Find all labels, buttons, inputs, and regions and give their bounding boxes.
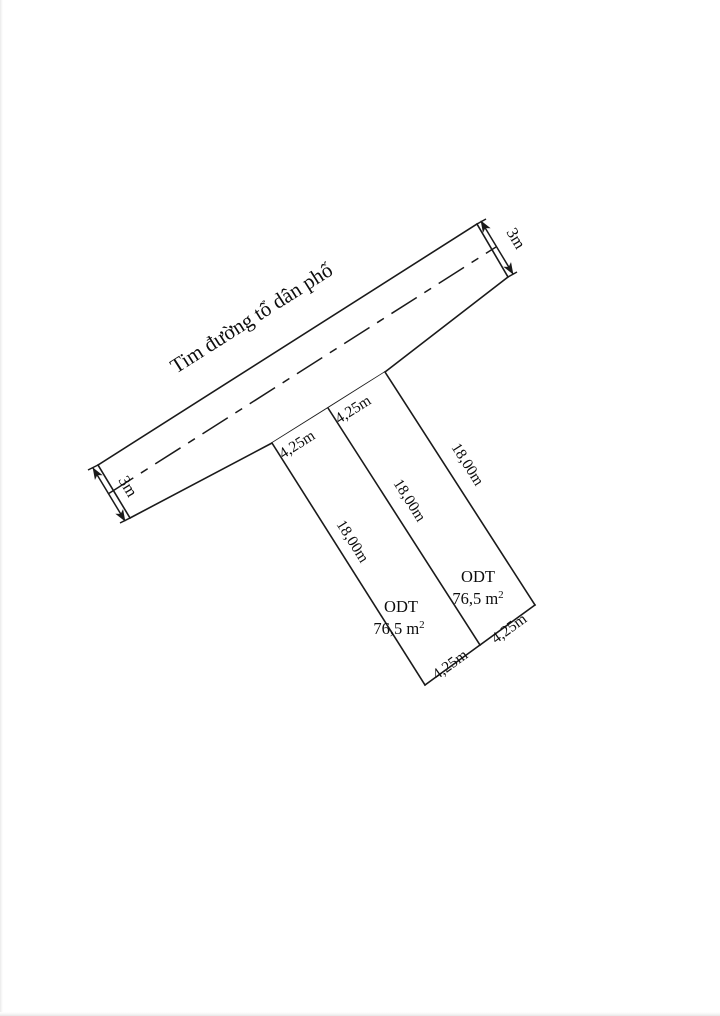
parcel-right-surface bbox=[328, 372, 535, 645]
parcel-right-rear-edge bbox=[478, 603, 537, 647]
parcel-left-annotation: ODT 76,5 m2 bbox=[373, 597, 424, 638]
parcel-left-landtype: ODT bbox=[384, 597, 418, 616]
parcel-divider-edge bbox=[326, 406, 482, 647]
parcel-left-area-exponent: 2 bbox=[419, 619, 425, 631]
parcel-left-depth-edge bbox=[270, 441, 427, 687]
road-east-dimension-arrow bbox=[480, 220, 514, 275]
parcel-right-annotation: ODT 76,5 m2 bbox=[452, 567, 503, 608]
parcel-right-area-exponent: 2 bbox=[498, 589, 504, 601]
parcel-block bbox=[270, 370, 537, 687]
road-surface bbox=[98, 224, 508, 518]
parcel-right-depth-edge bbox=[383, 370, 537, 607]
parcel-left-surface bbox=[272, 408, 480, 685]
road-centerline bbox=[107, 246, 497, 495]
parcel-left-area: 76,5 m2 bbox=[373, 619, 424, 638]
road-west-dimension-arrow bbox=[92, 467, 126, 522]
parcel-right-area-value: 76,5 m bbox=[452, 589, 498, 608]
road-edge-north bbox=[96, 222, 479, 467]
parcel-right-landtype: ODT bbox=[461, 567, 495, 586]
parcel-right-area: 76,5 m2 bbox=[452, 589, 503, 608]
parcel-left-rear-edge bbox=[423, 643, 482, 687]
road-width-east-label: 3m bbox=[503, 224, 530, 252]
parcel-left-area-value: 76,5 m bbox=[373, 619, 419, 638]
road-edge-south-left bbox=[128, 441, 274, 520]
road-edge-south-right bbox=[383, 275, 510, 374]
